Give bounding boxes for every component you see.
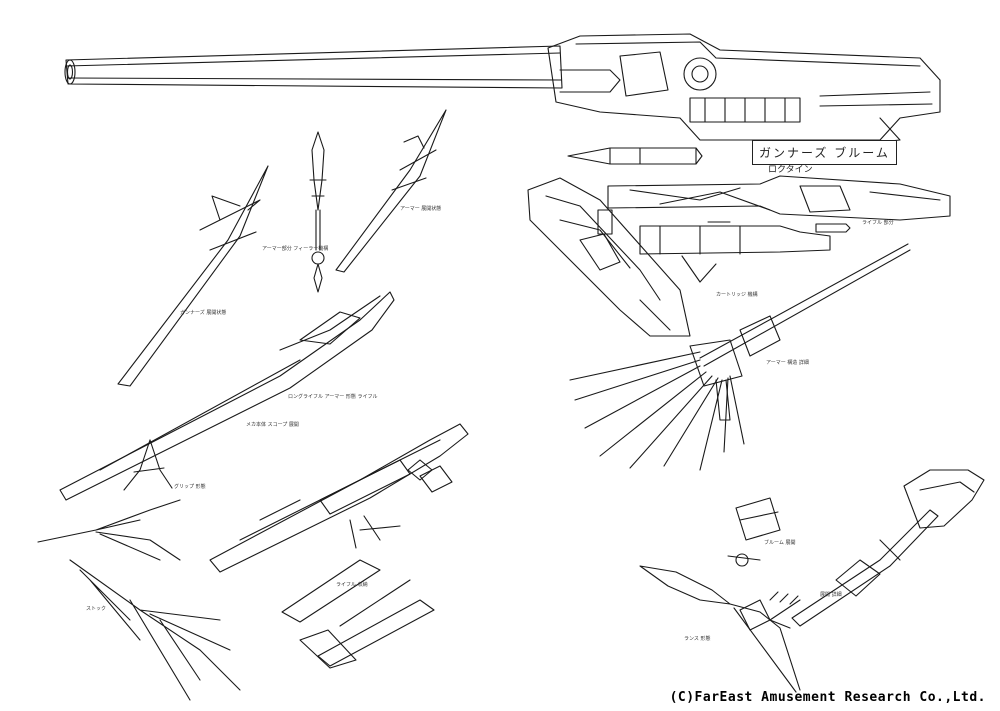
annotation-note: メカ本体 スコープ 展開: [246, 422, 299, 428]
annotation-note: ブルーム 展開: [764, 540, 796, 546]
long-rifle-drawing: [64, 33, 941, 143]
lance-with-blade: [639, 565, 801, 693]
sheet-subtitle: ロクタイン: [768, 165, 813, 175]
annotation-note: ライフル 収納: [336, 582, 368, 588]
annotation-note: ランス 形態: [684, 636, 711, 642]
annotation-note: ロングライフル アーマー 形態 ライフル: [288, 394, 378, 400]
receiver-closeup: [527, 177, 691, 337]
annotation-note: ストック: [86, 606, 107, 612]
annotation-note: アーマー部分 フィーラー機構: [262, 246, 329, 252]
diagonal-spears: [117, 109, 447, 387]
copyright-notice: (C)FarEast Amusement Research Co.,Ltd.: [669, 690, 986, 705]
rifle-side-views: [607, 175, 951, 283]
annotation-note: カートリッジ 機構: [716, 292, 758, 298]
annotation-note: 展開 詳細: [820, 592, 842, 598]
cartridge-drawing: [567, 147, 703, 165]
annotation-note: グリップ 形態: [174, 484, 206, 490]
annotation-note: アーマー 展開状態: [400, 206, 442, 212]
sheet-title: ガンナーズ ブルーム: [752, 140, 897, 165]
annotation-note: アーマー 構造 詳細: [766, 360, 809, 366]
grip-sketch: [727, 497, 781, 567]
broom-rifle-drawing: [569, 243, 911, 471]
annotation-note: ガンナーズ 展開状態: [180, 310, 227, 316]
rifle-with-bipod: [59, 291, 395, 501]
annotation-note: ライフル 部分: [862, 220, 894, 226]
wing-sketches: [37, 499, 241, 701]
small-weapon-sketches: [281, 465, 453, 669]
spear-emblem: [309, 131, 327, 293]
rifle-angled-view: [209, 423, 469, 573]
scythe-weapon: [769, 469, 985, 629]
